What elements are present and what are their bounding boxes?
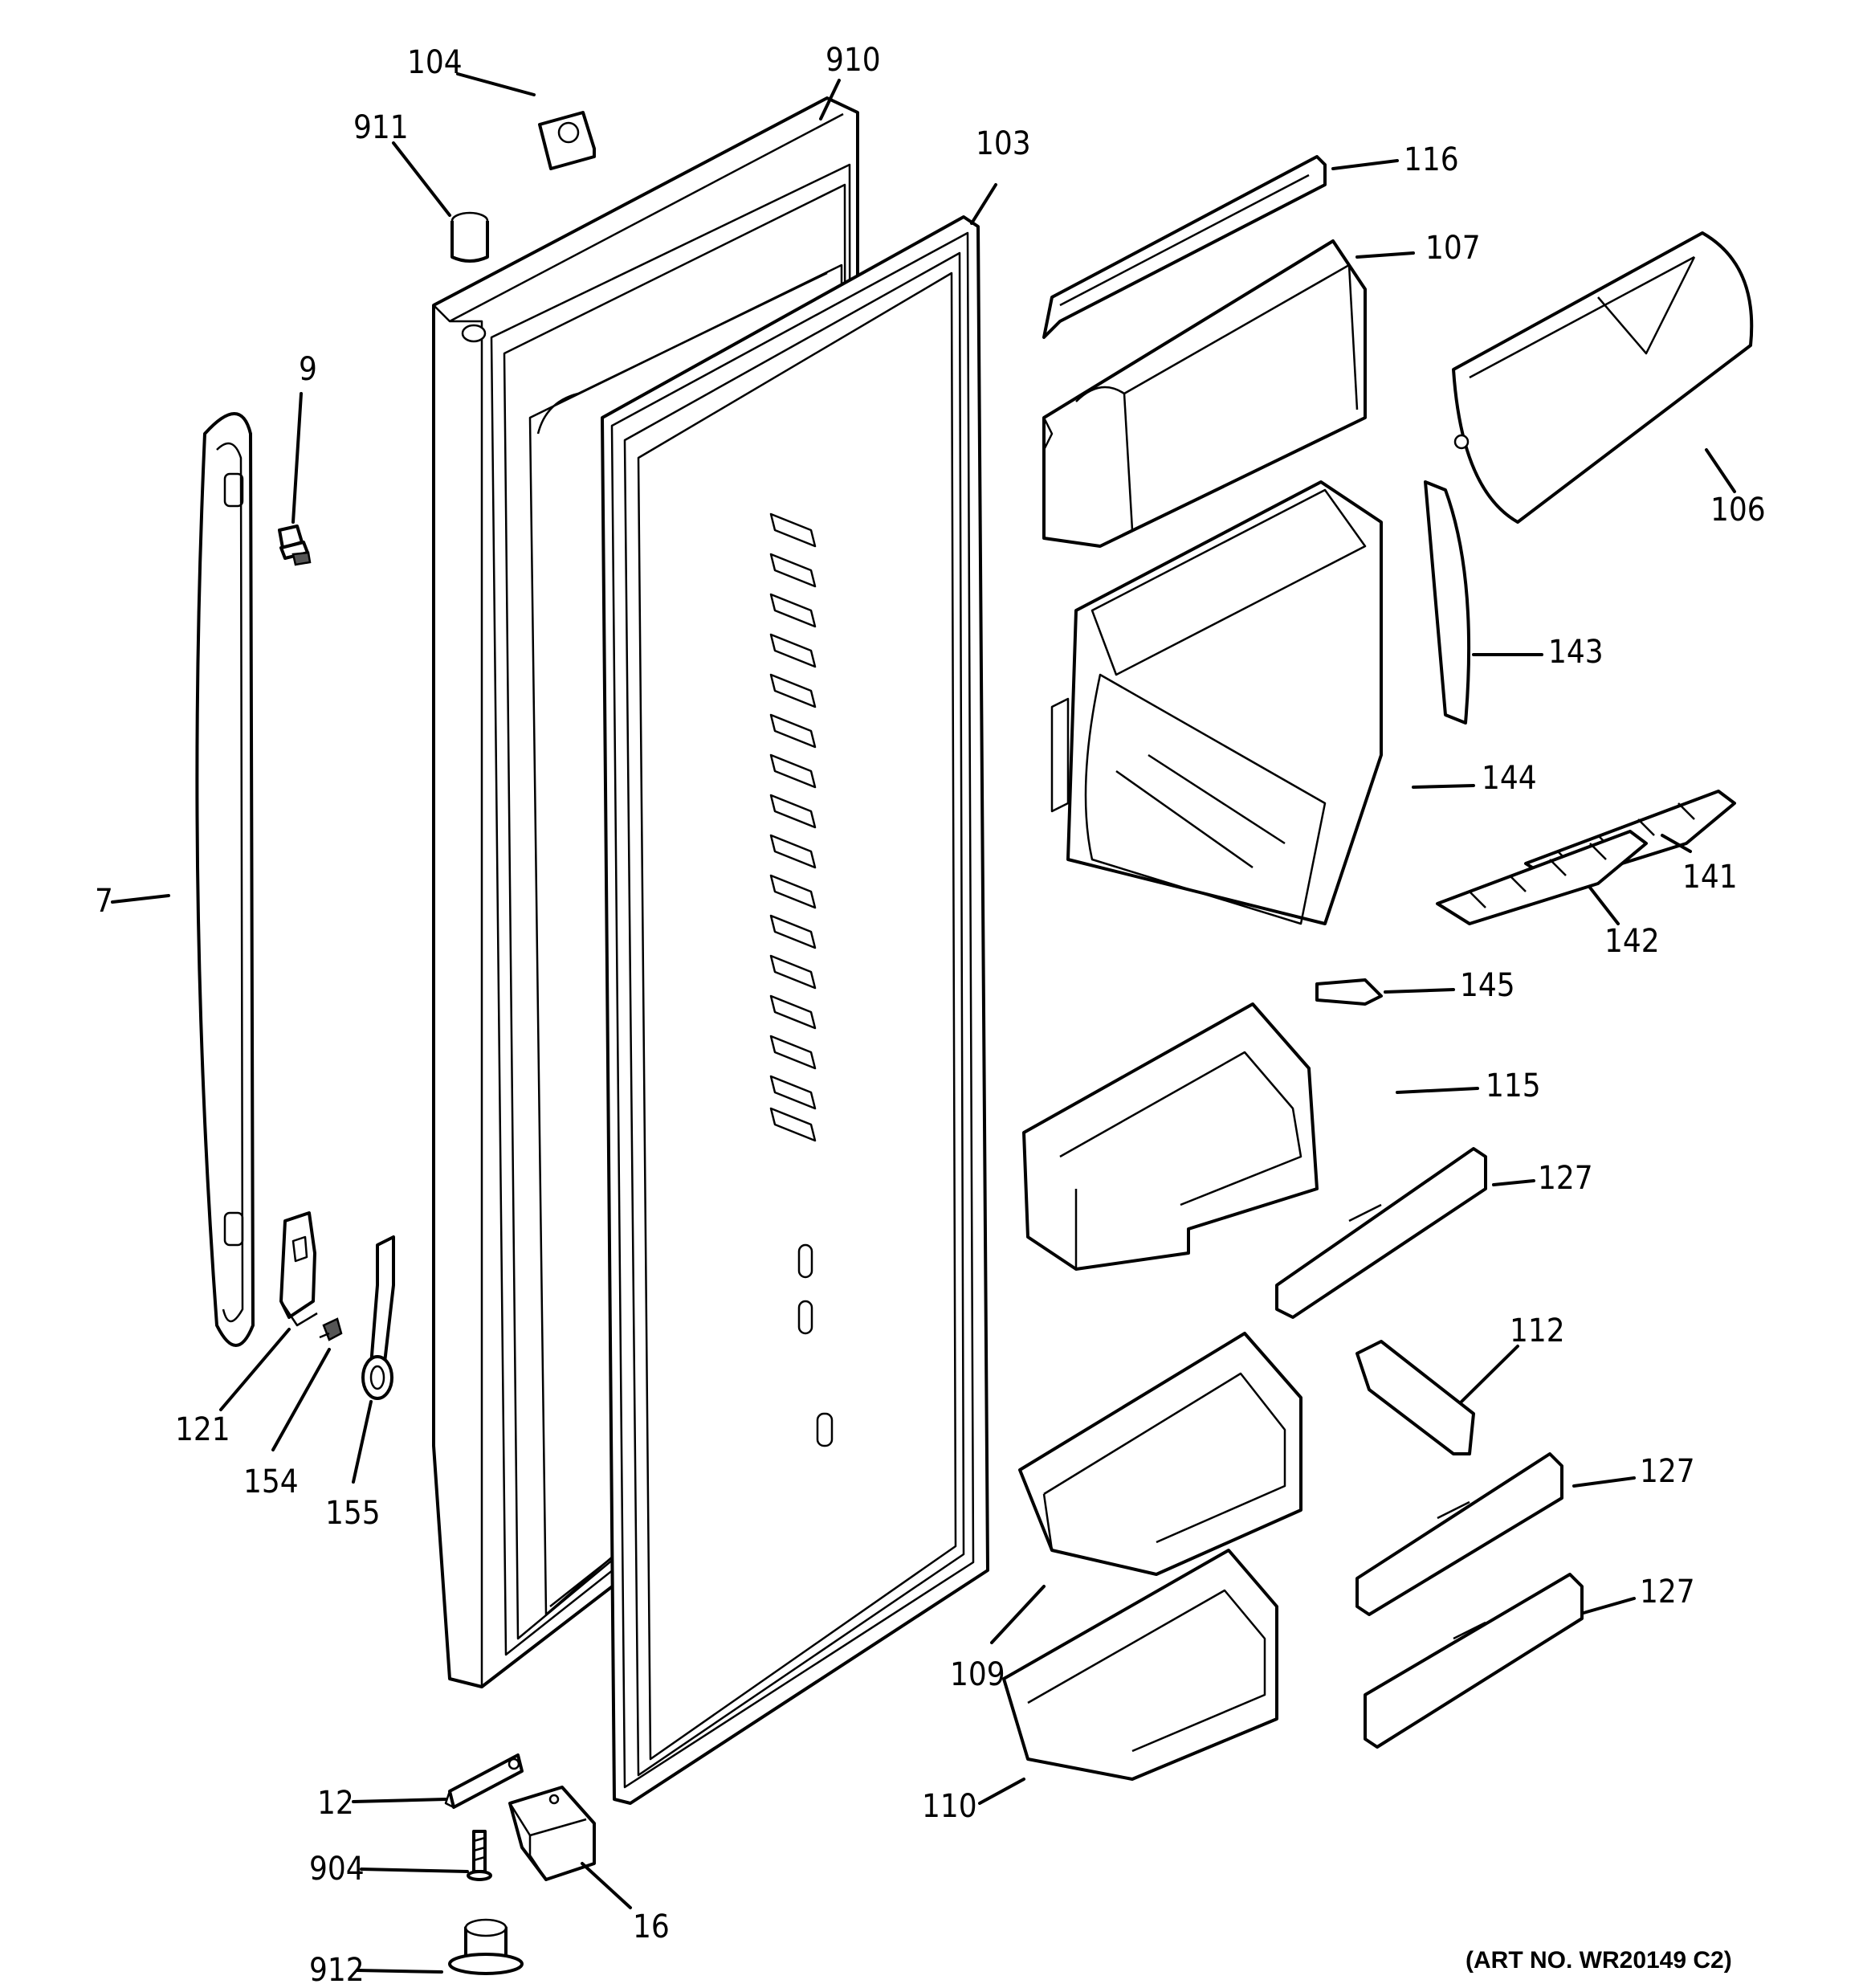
lower-door-bin-109 xyxy=(1018,1332,1302,1576)
handle-stud xyxy=(278,525,312,566)
label-127-c: 127 xyxy=(1640,1574,1695,1610)
label-143: 143 xyxy=(1548,634,1604,671)
label-7: 7 xyxy=(95,883,113,920)
label-9: 9 xyxy=(299,351,317,388)
art-number: (ART NO. WR20149 C2) xyxy=(1466,1947,1732,1974)
lower-door-bin-110 xyxy=(1002,1549,1278,1781)
label-144: 144 xyxy=(1482,760,1537,797)
retainer-cap xyxy=(1315,978,1383,1006)
brand-badge xyxy=(538,111,596,170)
label-106: 106 xyxy=(1710,492,1766,529)
bin-end-cap xyxy=(1355,1340,1475,1455)
handle-mount-bracket xyxy=(279,1211,318,1327)
label-127-b: 127 xyxy=(1640,1453,1695,1490)
middle-door-bin xyxy=(1022,1002,1319,1271)
hinge-pin-bushing xyxy=(448,1918,524,1975)
label-127-a: 127 xyxy=(1538,1160,1593,1197)
dairy-compartment-door xyxy=(1452,231,1754,524)
label-12: 12 xyxy=(317,1785,354,1822)
leader-lines xyxy=(111,72,1736,1974)
door-gasket xyxy=(601,215,989,1805)
handle-tool xyxy=(361,1235,395,1400)
hinge-screw xyxy=(467,1830,492,1881)
bin-cover xyxy=(1042,155,1327,339)
label-155: 155 xyxy=(325,1495,381,1532)
label-115: 115 xyxy=(1486,1067,1541,1104)
label-116: 116 xyxy=(1404,141,1459,178)
label-110: 110 xyxy=(922,1788,977,1825)
label-109: 109 xyxy=(950,1656,1005,1693)
label-141: 141 xyxy=(1682,859,1738,896)
liner-shelf-rails xyxy=(769,512,834,1447)
label-154: 154 xyxy=(243,1463,299,1500)
label-121: 121 xyxy=(175,1411,230,1448)
chiller-end-cap xyxy=(1424,480,1471,725)
upper-door-bin xyxy=(1042,239,1367,548)
hinge-block xyxy=(508,1786,596,1881)
door-handle xyxy=(195,412,255,1347)
door-chiller-bin xyxy=(1050,480,1383,925)
egg-tray-lower xyxy=(1436,830,1648,925)
label-911: 911 xyxy=(353,109,409,146)
hinge-bushing xyxy=(450,211,489,263)
bracket-screw xyxy=(319,1317,343,1341)
bin-front-b xyxy=(1355,1452,1563,1616)
label-912: 912 xyxy=(309,1952,365,1988)
part-labels: 104 910 911 103 116 107 106 9 143 144 14… xyxy=(95,42,1766,1988)
label-107: 107 xyxy=(1425,230,1481,267)
hinge-plate xyxy=(444,1753,524,1809)
label-16: 16 xyxy=(633,1908,670,1945)
label-145: 145 xyxy=(1460,967,1515,1004)
label-104: 104 xyxy=(407,44,463,81)
label-103: 103 xyxy=(976,125,1031,162)
bin-front-c xyxy=(1364,1573,1584,1749)
bin-front-a xyxy=(1275,1147,1487,1319)
label-112: 112 xyxy=(1510,1312,1565,1349)
label-142: 142 xyxy=(1604,923,1660,960)
label-904: 904 xyxy=(309,1851,365,1888)
label-910: 910 xyxy=(826,42,881,79)
